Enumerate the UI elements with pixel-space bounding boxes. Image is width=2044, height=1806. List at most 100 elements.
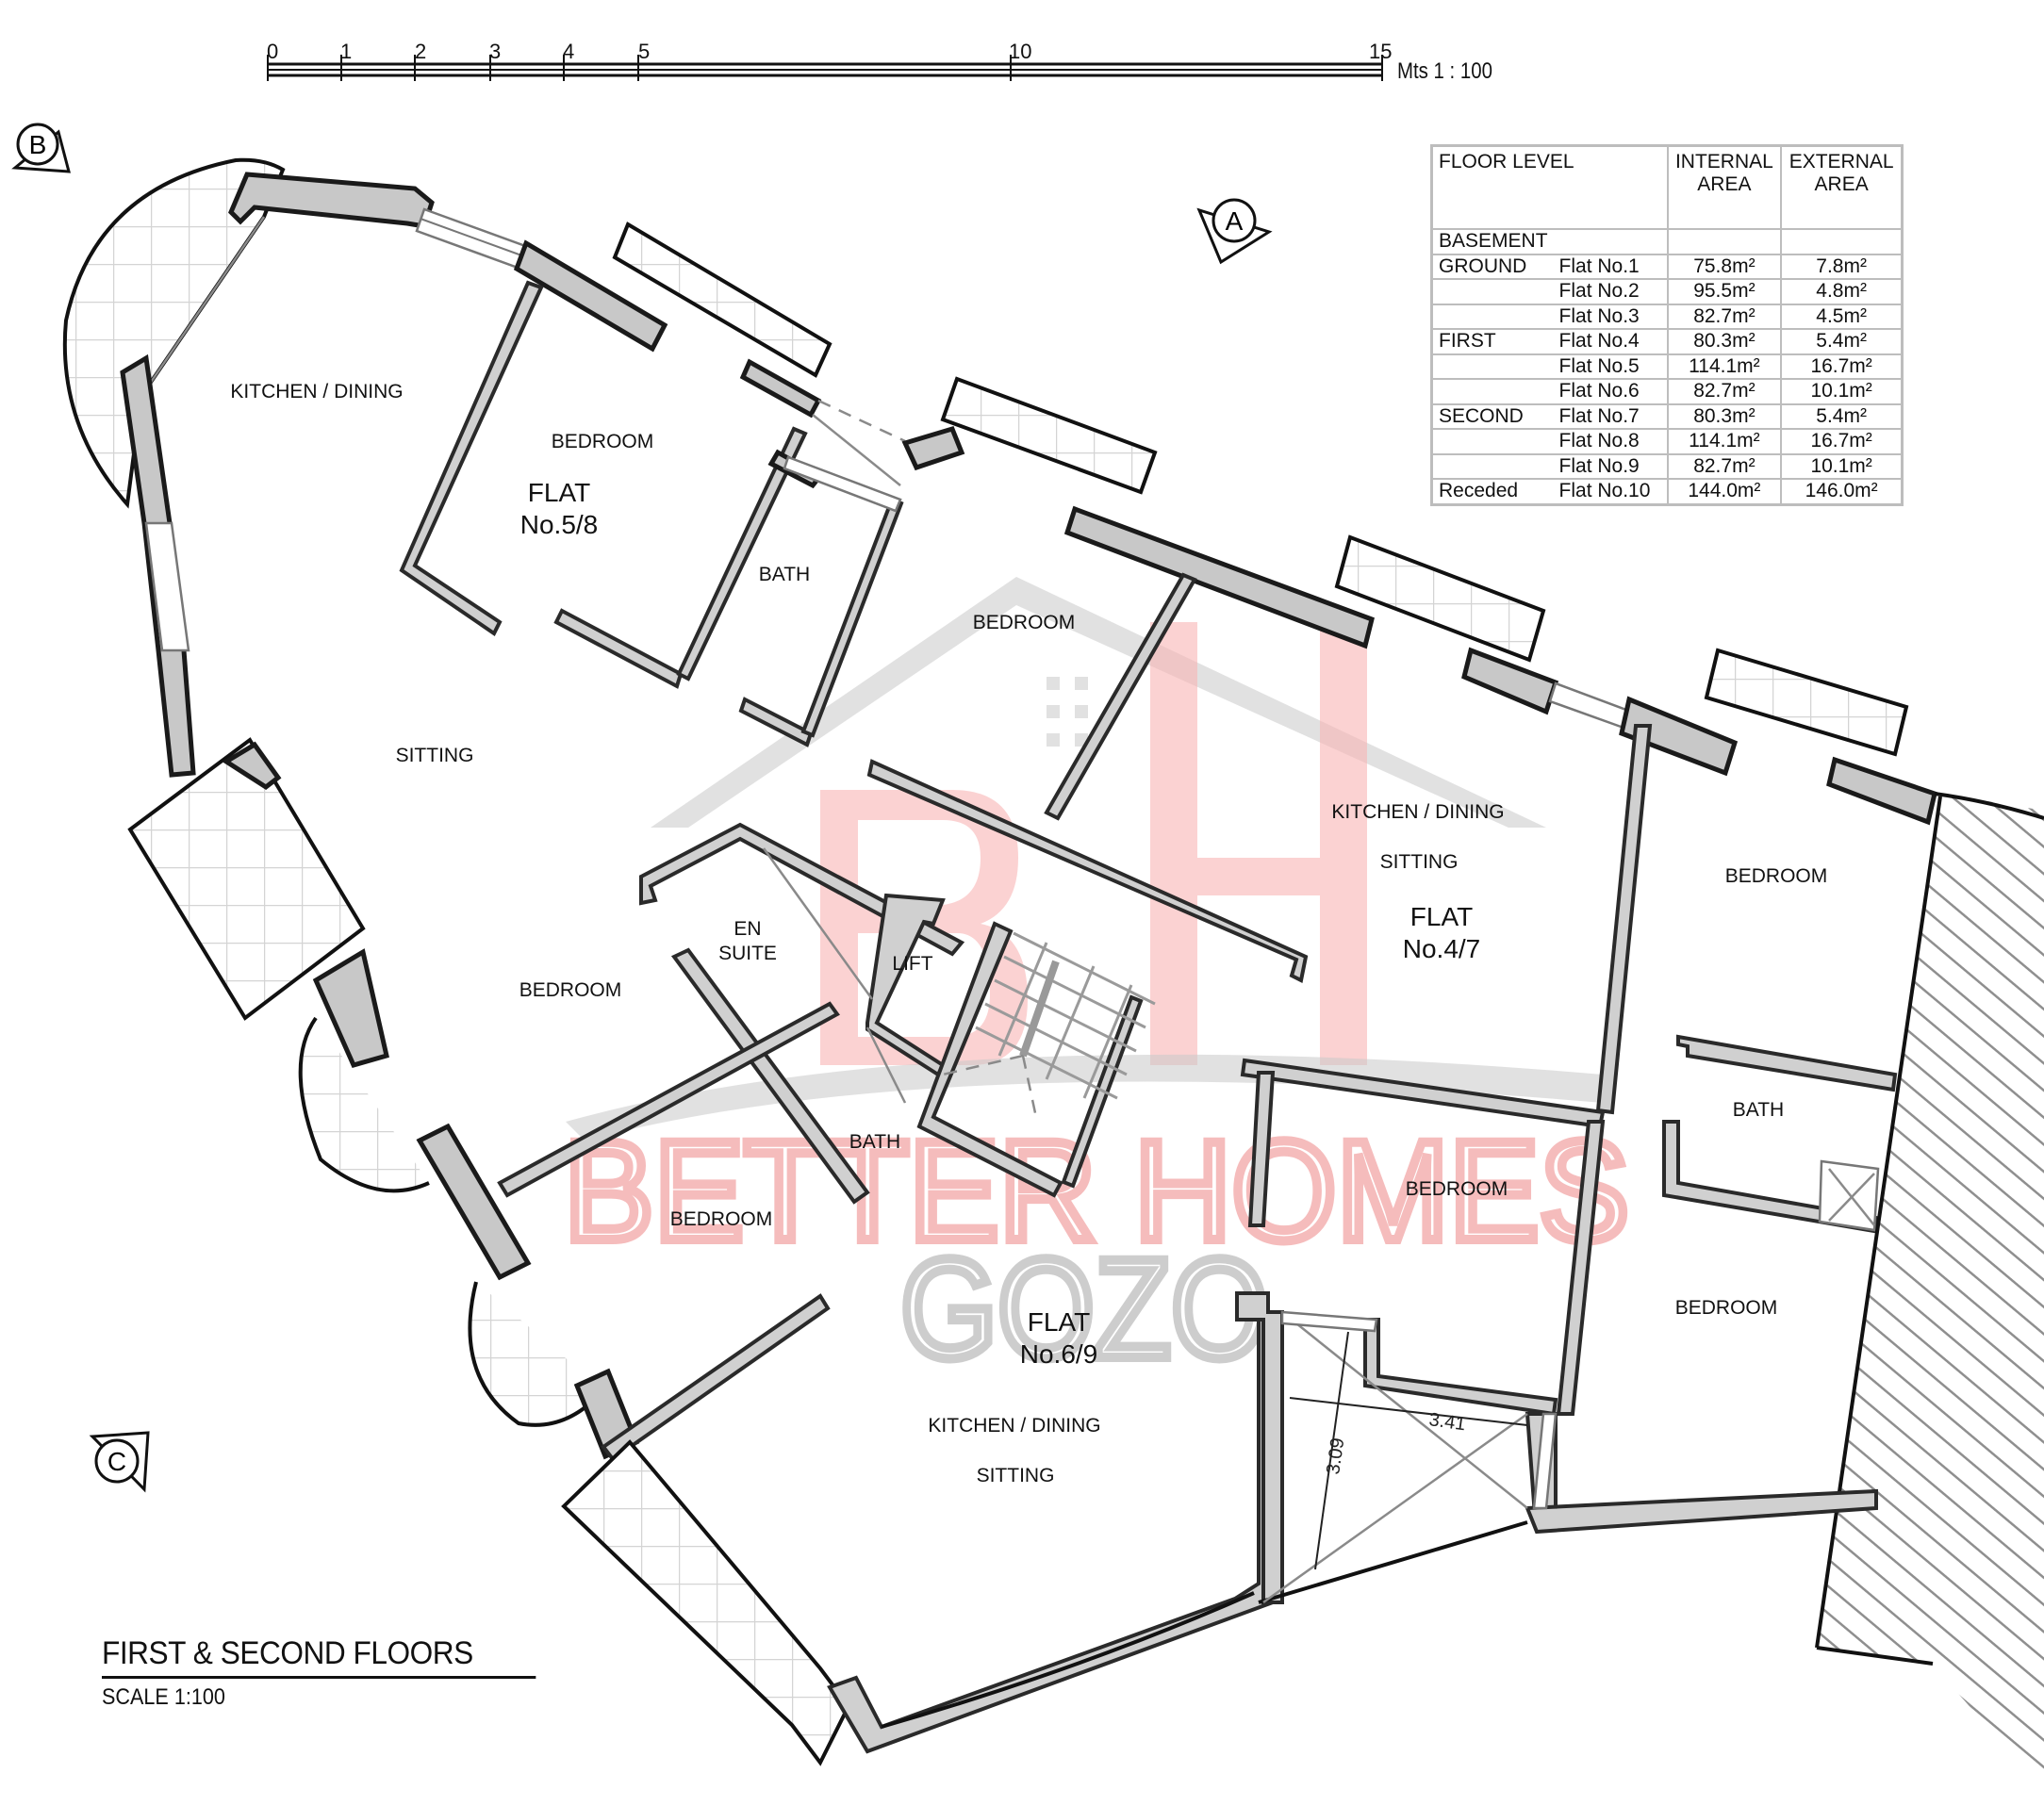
cell-external: 16.7m² bbox=[1780, 353, 1904, 380]
flat-label-6-9-line2: No.6/9 bbox=[1020, 1339, 1098, 1369]
cell-internal: 82.7m² bbox=[1666, 378, 1783, 405]
cell-level bbox=[1430, 428, 1554, 455]
watermark-line2: GOZO bbox=[900, 1229, 1268, 1387]
cell-internal: 82.7m² bbox=[1666, 303, 1783, 330]
cell-internal: 82.7m² bbox=[1666, 452, 1783, 480]
cell-level bbox=[1430, 353, 1554, 380]
watermark-line1: BETTER HOMES bbox=[564, 1111, 1629, 1270]
cell-level: GROUND bbox=[1430, 253, 1554, 280]
room-label-bedroom-4-7-south: BEDROOM bbox=[1675, 1297, 1778, 1319]
scale-tick-2: 2 bbox=[415, 40, 426, 63]
scale-tick-4: 4 bbox=[563, 40, 574, 63]
cell-level bbox=[1430, 378, 1554, 405]
cell-flat bbox=[1553, 228, 1669, 255]
cell-level: SECOND bbox=[1430, 402, 1554, 430]
room-label-sitting-4-7: SITTING bbox=[1380, 851, 1459, 873]
cell-flat: Flat No.4 bbox=[1553, 328, 1669, 355]
flat-label-6-9-line1: FLAT bbox=[1028, 1307, 1090, 1337]
room-label-bedroom-central: BEDROOM bbox=[973, 612, 1076, 633]
cell-external: 4.8m² bbox=[1780, 278, 1904, 305]
dimension-depth: 3.09 bbox=[1323, 1437, 1348, 1476]
cell-internal bbox=[1666, 228, 1783, 255]
cell-internal: 144.0m² bbox=[1666, 478, 1783, 505]
cell-level: BASEMENT bbox=[1430, 228, 1554, 255]
core-walls bbox=[497, 376, 1375, 1205]
room-label-sitting-5-8: SITTING bbox=[396, 745, 474, 766]
cell-level bbox=[1430, 278, 1554, 305]
cell-flat: Flat No.8 bbox=[1553, 428, 1669, 455]
scale-tick-15: 15 bbox=[1369, 40, 1392, 63]
flat-label-5-8-line2: No.5/8 bbox=[520, 510, 599, 539]
cell-external: 4.5m² bbox=[1780, 303, 1904, 330]
section-marker-a-label: A bbox=[1226, 206, 1244, 236]
room-labels: KITCHEN / DINING BEDROOM FLAT No.5/8 BAT… bbox=[230, 381, 1827, 1486]
cell-external: 5.4m² bbox=[1780, 402, 1904, 430]
cell-external: 146.0m² bbox=[1780, 478, 1904, 505]
room-label-bath-4-7: BATH bbox=[1733, 1099, 1784, 1121]
room-label-ensuite-2: SUITE bbox=[718, 943, 777, 964]
room-label-bedroom-6-9: BEDROOM bbox=[670, 1208, 773, 1230]
room-label-bedroom-4-7: BEDROOM bbox=[1725, 865, 1828, 887]
dimension-width: 3.41 bbox=[1427, 1409, 1467, 1435]
room-label-kitchen-dining-5-8: KITCHEN / DINING bbox=[230, 381, 403, 402]
cell-internal: 114.1m² bbox=[1666, 428, 1783, 455]
cell-external bbox=[1780, 228, 1904, 255]
scale-tick-1: 1 bbox=[340, 40, 352, 63]
room-label-kitchen-dining-6-9: KITCHEN / DINING bbox=[928, 1415, 1100, 1437]
cell-internal: 80.3m² bbox=[1666, 402, 1783, 430]
cell-level bbox=[1430, 303, 1554, 330]
section-marker-c: C bbox=[89, 1431, 150, 1493]
cell-flat: Flat No.10 bbox=[1553, 478, 1669, 505]
cell-internal: 75.8m² bbox=[1666, 253, 1783, 280]
flat-4-7-walls bbox=[1334, 534, 2044, 1791]
scale-bar-label: Mts 1 : 100 bbox=[1397, 58, 1492, 84]
cell-internal: 114.1m² bbox=[1666, 353, 1783, 380]
cell-external: 5.4m² bbox=[1780, 328, 1904, 355]
cell-external: 10.1m² bbox=[1780, 452, 1904, 480]
scale-tick-10: 10 bbox=[1009, 40, 1031, 63]
header-external-area: EXTERNAL AREA bbox=[1780, 144, 1904, 230]
cell-level: FIRST bbox=[1430, 328, 1554, 355]
scale-tick-0: 0 bbox=[267, 40, 278, 63]
flat-6-9-walls: 3.41 3.09 bbox=[127, 737, 1878, 1766]
cell-level bbox=[1430, 452, 1554, 480]
cell-flat: Flat No.7 bbox=[1553, 402, 1669, 430]
cell-external: 10.1m² bbox=[1780, 378, 1904, 405]
header-internal-area: INTERNAL AREA bbox=[1666, 144, 1783, 230]
cell-flat: Flat No.5 bbox=[1553, 353, 1669, 380]
drawing-title-block: FIRST & SECOND FLOORS SCALE 1:100 bbox=[102, 1635, 569, 1711]
room-label-kitchen-dining-4-7: KITCHEN / DINING bbox=[1331, 801, 1504, 823]
cell-external: 7.8m² bbox=[1780, 253, 1904, 280]
cell-flat: Flat No.9 bbox=[1553, 452, 1669, 480]
section-marker-c-label: C bbox=[107, 1447, 126, 1476]
cell-external: 16.7m² bbox=[1780, 428, 1904, 455]
room-label-bedroom-6-9-east: BEDROOM bbox=[1406, 1178, 1508, 1200]
drawing-title: FIRST & SECOND FLOORS bbox=[102, 1635, 536, 1679]
table-header-row: FLOOR LEVEL INTERNAL AREA EXTERNAL AREA bbox=[1430, 144, 1904, 230]
table-row: BASEMENT bbox=[1430, 228, 1904, 255]
cell-internal: 80.3m² bbox=[1666, 328, 1783, 355]
room-label-bedroom-west: BEDROOM bbox=[519, 979, 622, 1001]
room-label-sitting-6-9: SITTING bbox=[977, 1465, 1055, 1486]
room-label-lift: LIFT bbox=[892, 953, 932, 975]
flat-5-8-walls bbox=[62, 157, 906, 778]
scale-tick-3: 3 bbox=[489, 40, 501, 63]
watermark-logo: BETTER HOMES GOZO bbox=[559, 577, 1634, 1392]
flat-label-4-7-line2: No.4/7 bbox=[1403, 934, 1481, 963]
flat-label-4-7-line1: FLAT bbox=[1410, 902, 1473, 931]
room-label-bath-5-8: BATH bbox=[759, 564, 810, 585]
scale-tick-5: 5 bbox=[638, 40, 650, 63]
cell-flat: Flat No.1 bbox=[1553, 253, 1669, 280]
flat-label-5-8-line1: FLAT bbox=[528, 478, 590, 507]
area-schedule-table: FLOOR LEVEL INTERNAL AREA EXTERNAL AREA … bbox=[1430, 144, 1904, 506]
scale-bar: 0 1 2 3 4 5 10 15 bbox=[267, 40, 1392, 81]
